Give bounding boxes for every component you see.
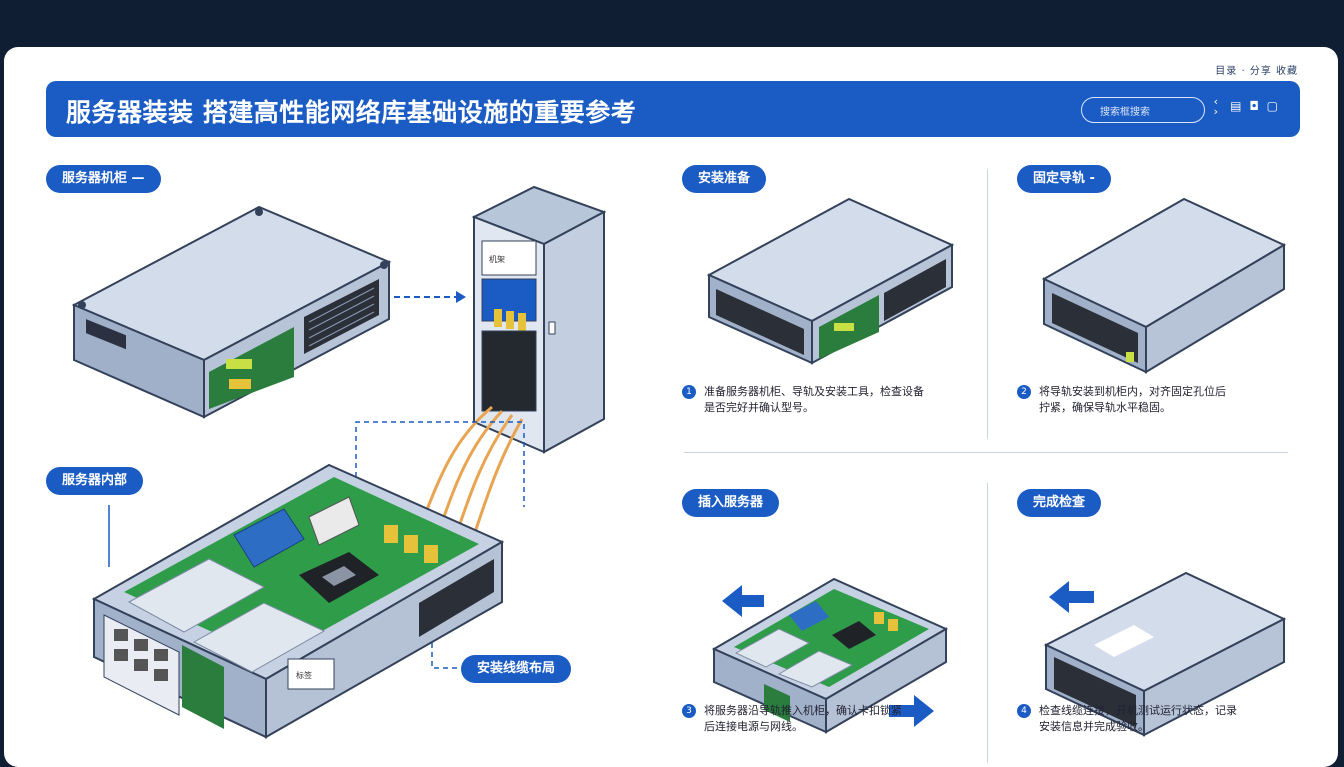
page-title: 服务器装装 搭建高性能网络库基础设施的重要参考	[66, 98, 637, 127]
arrow-right-icon	[889, 695, 934, 727]
step-4-number: 4	[1017, 704, 1031, 718]
step-1-number: 1	[682, 385, 696, 399]
section-label-cabling[interactable]: 安装线缆布局	[461, 655, 572, 683]
step-2-text: 将导轨安装到机柜内，对齐固定孔位后 拧紧，确保导轨水平稳固。	[1039, 385, 1226, 414]
arrow-left-icon-2	[1049, 581, 1094, 613]
search-icon[interactable]: ▤	[1230, 99, 1244, 113]
panel3-open-server	[711, 577, 949, 734]
rack-label: 机架	[489, 254, 505, 264]
header-icons: ▤ ◘ ▢	[1230, 99, 1280, 113]
step-3: 3 将服务器沿导轨推入机柜，确认卡扣锁紧 后连接电源与网线。	[682, 703, 972, 735]
search-input[interactable]: 搜索框搜索	[1081, 97, 1205, 123]
step-3-text: 将服务器沿导轨推入机柜，确认卡扣锁紧 后连接电源与网线。	[704, 704, 902, 733]
step-3-number: 3	[682, 704, 696, 718]
server-unit-top	[71, 205, 392, 419]
right-illustrations	[706, 197, 1287, 737]
panel4-server	[1043, 571, 1287, 737]
panel4-label[interactable]: 完成检查	[1017, 489, 1102, 517]
panel1-label[interactable]: 安装准备	[682, 165, 767, 193]
user-icon[interactable]: ◘	[1249, 99, 1261, 113]
title-bar: 服务器装装 搭建高性能网络库基础设施的重要参考 搜索框搜索 ‹› ▤ ◘ ▢	[46, 81, 1300, 137]
server-tag: 标签	[296, 670, 312, 680]
panel2-label[interactable]: 固定导轨 -	[1017, 165, 1111, 193]
divider-v-top	[987, 169, 988, 439]
panel3-label[interactable]: 插入服务器	[682, 489, 780, 517]
menu-icon[interactable]: ▢	[1266, 99, 1280, 113]
divider-v-bottom	[987, 483, 988, 763]
server-open-chassis: 标签	[91, 463, 505, 739]
section-label-rack[interactable]: 服务器机柜 —	[46, 165, 161, 193]
panel2-server	[1041, 197, 1287, 374]
server-rack: 机架	[471, 185, 607, 454]
arrow-left-icon	[722, 585, 764, 617]
panel1-server	[706, 197, 955, 365]
main-card: 目录 · 分享 收藏 服务器装装 搭建高性能网络库基础设施的重要参考 搜索框搜索…	[4, 47, 1338, 767]
step-2-number: 2	[1017, 385, 1031, 399]
chevron-updown-icon[interactable]: ‹›	[1213, 95, 1218, 118]
step-4-text: 检查线缆连接，开机测试运行状态，记录 安装信息并完成验收。	[1039, 704, 1237, 733]
divider-h	[684, 452, 1288, 453]
step-4: 4 检查线缆连接，开机测试运行状态，记录 安装信息并完成验收。	[1017, 703, 1287, 735]
top-links[interactable]: 目录 · 分享 收藏	[1215, 66, 1298, 77]
left-illustration: 机架	[71, 185, 607, 739]
section-label-internal[interactable]: 服务器内部	[46, 467, 144, 495]
step-2: 2 将导轨安装到机柜内，对齐固定孔位后 拧紧，确保导轨水平稳固。	[1017, 384, 1287, 416]
step-1-text: 准备服务器机柜、导轨及安装工具，检查设备 是否完好并确认型号。	[704, 385, 924, 414]
step-1: 1 准备服务器机柜、导轨及安装工具，检查设备 是否完好并确认型号。	[682, 384, 972, 416]
search-placeholder: 搜索框搜索	[1100, 107, 1150, 118]
